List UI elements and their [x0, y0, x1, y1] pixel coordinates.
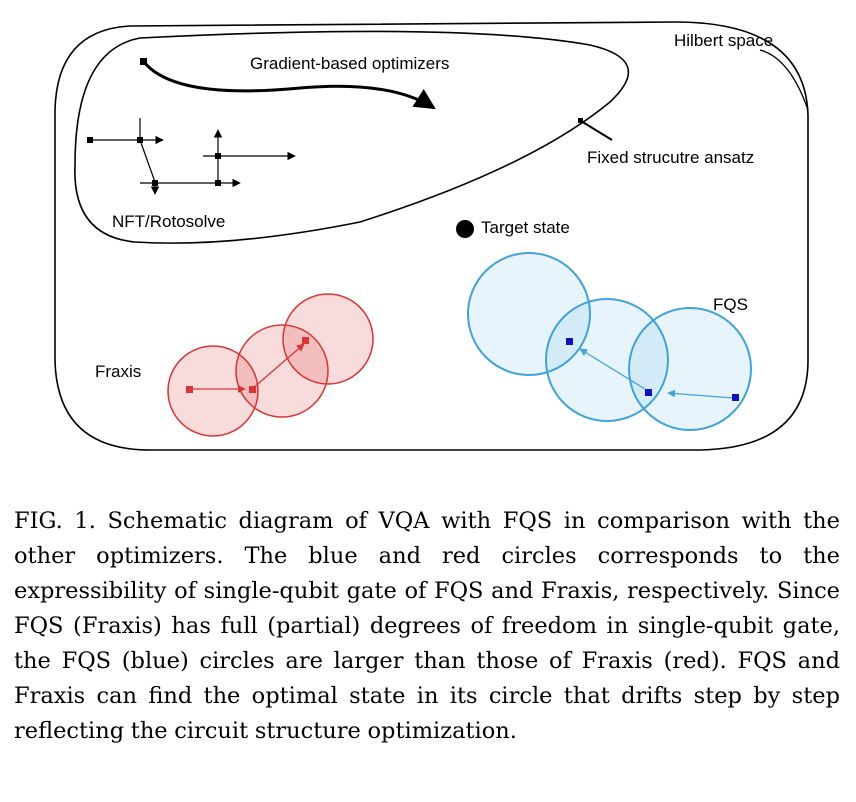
nft-steps [90, 118, 296, 195]
target-state-dot [456, 220, 474, 238]
gradient-label: Gradient-based optimizers [250, 54, 449, 73]
ansatz-point [578, 118, 583, 123]
nft-label: NFT/Rotosolve [112, 212, 225, 231]
target-state-label: Target state [481, 218, 570, 237]
hilbert-space-label: Hilbert space [674, 31, 773, 50]
fraxis-circles [167, 293, 374, 437]
fixed-ansatz-label: Fixed strucutre ansatz [587, 148, 754, 167]
nft-points [87, 137, 221, 186]
ansatz-pointer-line [580, 120, 613, 141]
fqs-circles [467, 252, 752, 431]
gradient-start-point [140, 58, 147, 65]
hilbert-space-boundary [54, 21, 809, 451]
gradient-arrow [142, 61, 436, 110]
fqs-label: FQS [713, 295, 748, 314]
diagram-canvas: Hilbert space Gradient-based optimizers … [54, 21, 809, 451]
diagram: Hilbert space Gradient-based optimizers … [54, 21, 809, 451]
fraxis-label: Fraxis [95, 362, 141, 381]
fqs-steps [566, 338, 739, 401]
figure-caption: FIG. 1. Schematic diagram of VQA with FQ… [14, 508, 840, 744]
hilbert-space-notch [759, 49, 809, 111]
fixed-ansatz-region [74, 30, 629, 244]
fraxis-steps [186, 337, 309, 393]
